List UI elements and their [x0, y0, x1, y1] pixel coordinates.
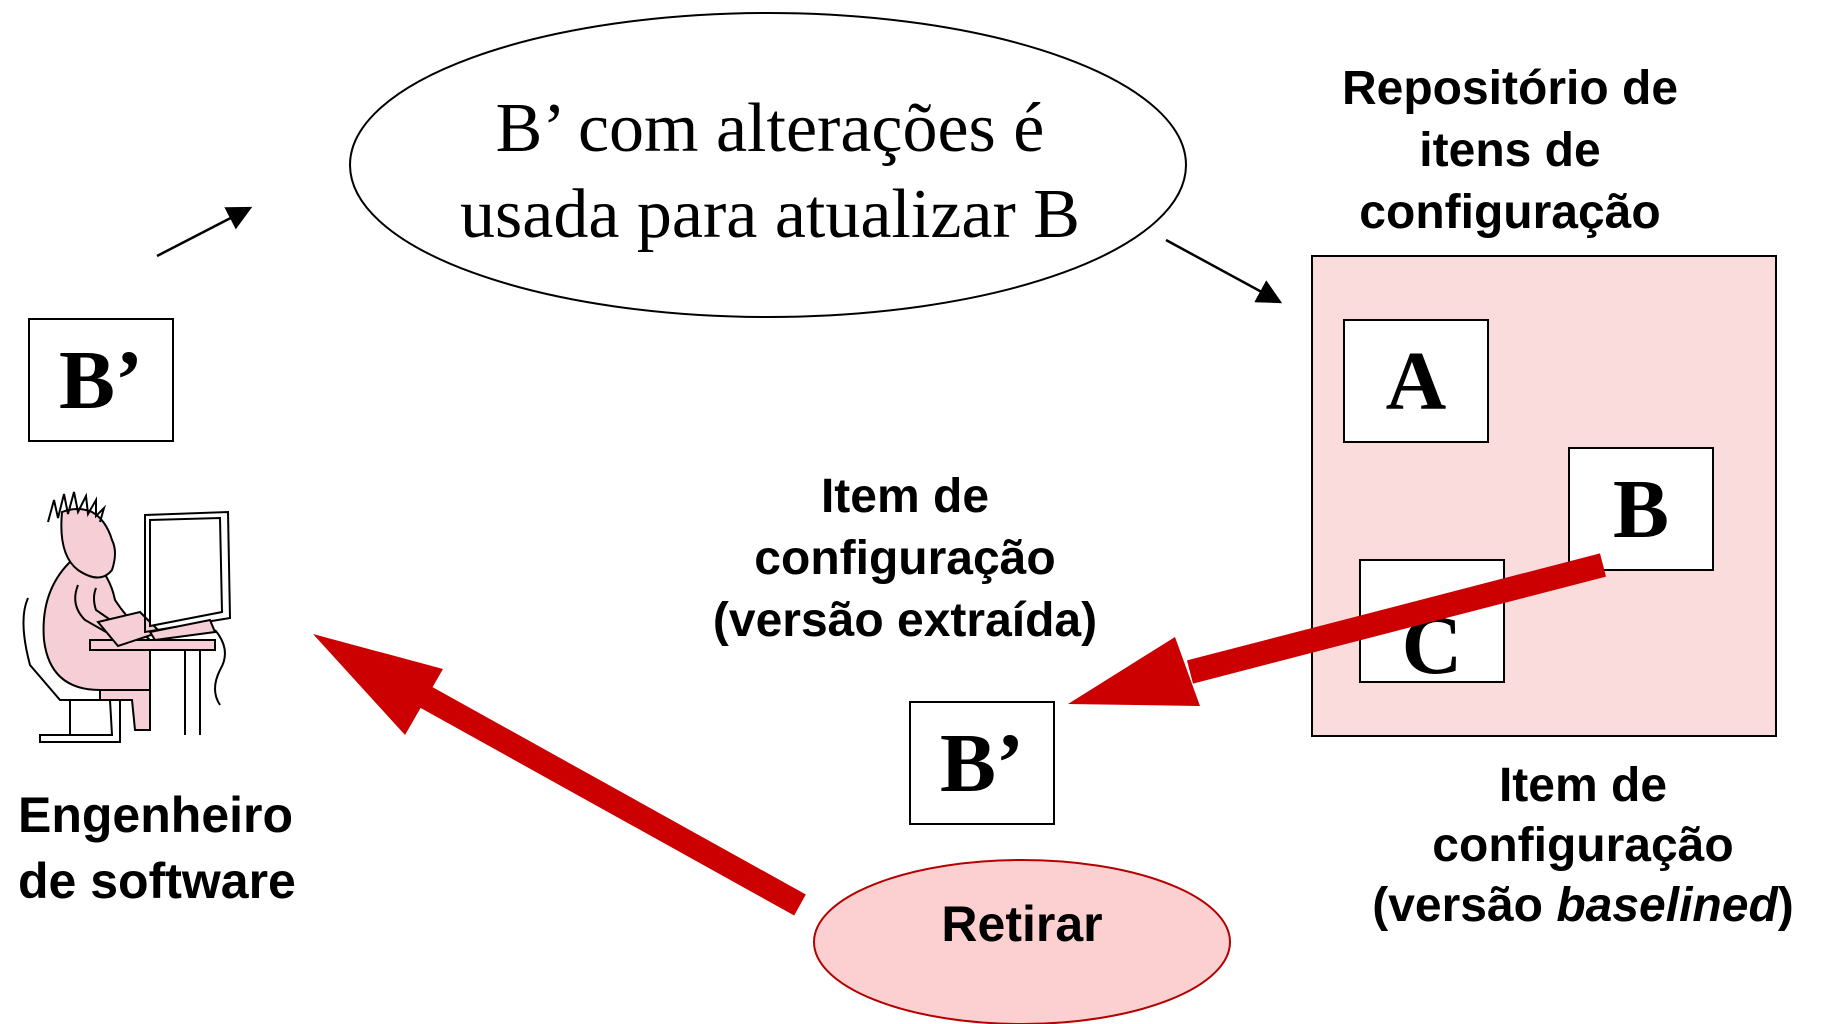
baselined-label: Item de configuração (versão baselined)	[1340, 756, 1826, 936]
repository-title-line-1: Repositório de	[1341, 62, 1679, 115]
arrow-to-repository	[1165, 238, 1283, 304]
baselined-label-line-2: configuração	[1432, 819, 1734, 872]
engineer-item-box: B’	[28, 318, 174, 442]
extracted-label-line-2: configuração	[754, 532, 1056, 585]
repository-item-a: A	[1343, 319, 1489, 443]
engineer-label-line-2: de software	[18, 853, 296, 909]
checkout-label: Retirar	[941, 896, 1103, 952]
engineer-figure-icon	[22, 491, 232, 743]
callout-line-2: usada para atualizar B	[460, 176, 1080, 253]
repository-item-b: B	[1568, 447, 1714, 571]
baselined-label-line-3: (versão baselined)	[1340, 876, 1826, 936]
baselined-label-suffix: )	[1777, 879, 1794, 932]
repository-title-line-3: configuração	[1359, 186, 1661, 239]
baselined-label-italic: baselined	[1556, 879, 1778, 932]
extracted-item-box: B’	[909, 701, 1055, 825]
baselined-label-line-1: Item de	[1498, 759, 1668, 812]
checkout-oval	[813, 859, 1231, 1024]
engineer-label: Engenheiro de software	[18, 782, 338, 914]
callout-ellipse	[349, 12, 1187, 318]
extracted-label-line-1: Item de	[820, 470, 990, 523]
arrow-checkout-to-engineer	[313, 634, 806, 916]
extracted-label-line-3: (versão extraída)	[712, 594, 1098, 647]
callout-text: B’ com alterações é usada para atualizar…	[360, 86, 1180, 258]
engineer-label-line-1: Engenheiro	[18, 787, 294, 843]
extracted-label: Item de configuração (versão extraída)	[670, 466, 1140, 652]
callout-line-1: B’ com alterações é	[495, 90, 1045, 167]
repository-title: Repositório de itens de configuração	[1310, 58, 1710, 244]
repository-title-line-2: itens de	[1419, 124, 1601, 177]
baselined-label-prefix: (versão	[1372, 879, 1557, 932]
arrow-to-callout	[156, 206, 253, 258]
